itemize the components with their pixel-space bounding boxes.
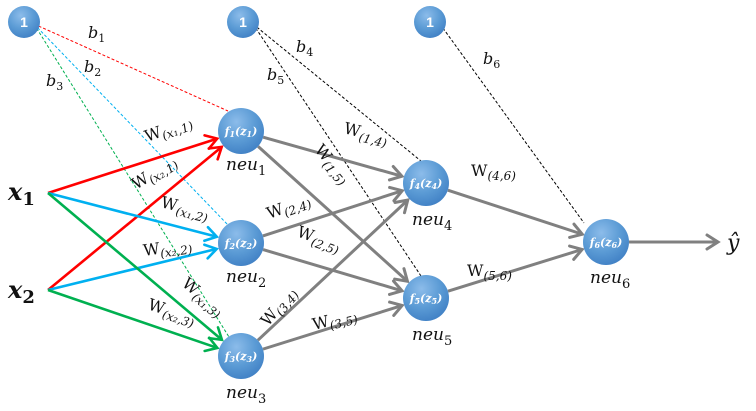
activation-label-neu1: f1(z1) [224, 125, 258, 139]
bias-label-2: b2 [84, 57, 101, 79]
weight-edge-neu3-neu5 [262, 304, 402, 351]
bias-node-circle [227, 6, 259, 38]
arrowhead-neu3-neu4 [393, 198, 410, 215]
weight-label-x1-neu2: W(x₁,2) [158, 192, 211, 225]
arrowhead-x2-neu2 [203, 243, 220, 260]
neuron-neu4: f4(z4) [403, 160, 449, 206]
activation-label-neu3: f3(z3) [224, 350, 258, 364]
weight-edge-neu5-neu6 [447, 248, 582, 293]
bias-node-circle [414, 6, 446, 38]
bias-edges [33, 23, 585, 338]
neuron-neu2: f2(z2) [218, 220, 264, 266]
neuron-circle [583, 219, 629, 265]
bias-node-label: 1 [239, 14, 247, 30]
weight-edge-neu2-neu4 [262, 189, 402, 238]
arrowhead-neu1-neu5 [393, 267, 410, 284]
weight-label-neu2-neu5: W(2,5) [294, 222, 344, 258]
neuron-neu1: f1(z1) [218, 108, 264, 154]
bias-edge-neu1 [33, 23, 229, 112]
weight-label-neu1-neu4: W(1,4) [341, 118, 390, 150]
neuron-neu6: f6(z6) [583, 219, 629, 265]
arrowhead-neu5-neu6 [568, 244, 585, 261]
arrowhead-x1-neu2 [203, 225, 220, 243]
activation-label-neu2: f2(z2) [224, 237, 258, 251]
weight-edge-x1-neu1 [47, 137, 217, 195]
weight-label-neu3-neu5: W(3,5) [310, 305, 359, 337]
output-label-y-hat: ŷ [726, 231, 740, 256]
input-label-x2: x2 [7, 275, 35, 308]
bias-node-bias2: 1 [414, 6, 446, 38]
arrowhead-neu4-neu6 [568, 222, 585, 239]
arrowhead-neu2-neu4 [388, 185, 405, 203]
arrowhead-neu2-neu5 [387, 279, 405, 296]
arrowhead-x1-neu3 [207, 326, 224, 342]
nodes: 1 1 1 f1(z1) f2(z2) f3(z3) f4(z4) f5(z5) f6(z6) [8, 6, 629, 379]
bias-edge-neu6 [439, 23, 585, 224]
bias-node-circle [8, 6, 40, 38]
bias-label-4: b4 [296, 37, 313, 59]
weight-label-x2-neu2: W(x₂,2) [142, 234, 194, 263]
neuron-name-neu3: neu3 [226, 383, 266, 407]
weight-label-neu5-neu6: W(5,6) [467, 261, 512, 283]
output-edge [629, 233, 721, 251]
output-arrowhead [705, 233, 721, 251]
weight-label-neu1-neu5: W(1,5) [309, 140, 355, 189]
bias-edge-neu4 [252, 23, 422, 162]
neuron-circle [403, 275, 449, 321]
bias-label-1: b1 [88, 23, 105, 45]
weight-edge-neu4-neu6 [447, 188, 582, 236]
weight-label-neu4-neu6: W(4,6) [471, 161, 516, 183]
bias-edge-neu5 [252, 23, 422, 277]
weight-edge-x1-neu2 [47, 191, 216, 238]
weight-edge-neu1-neu4 [262, 135, 401, 178]
weight-edge-x2-neu2 [47, 248, 216, 292]
bias-edge-neu2 [33, 23, 229, 226]
neuron-neu3: f3(z3) [218, 333, 264, 379]
arrowhead-neu3-neu5 [388, 300, 405, 317]
arrowhead-neu1-neu4 [387, 165, 405, 182]
activation-label-neu4: f4(z4) [409, 177, 443, 191]
neuron-name-neu1: neu1 [226, 155, 266, 179]
neuron-circle [218, 108, 264, 154]
weight-edge-neu3-neu4 [256, 200, 408, 342]
input-label-x1: x1 [7, 177, 35, 210]
neuron-circle [218, 333, 264, 379]
bias-label-3: b3 [46, 71, 63, 93]
weight-edge-x2-neu3 [47, 288, 217, 349]
weight-edges [47, 134, 585, 353]
neuron-circle [218, 220, 264, 266]
bias-node-label: 1 [426, 14, 434, 30]
neuron-name-neu2: neu2 [226, 267, 266, 291]
arrowhead-x1-neu1 [203, 134, 220, 150]
weight-edge-x1-neu3 [47, 192, 222, 340]
neuron-name-neu5: neu5 [412, 325, 452, 349]
bias-label-5: b5 [267, 65, 284, 87]
arrowhead-x2-neu1 [207, 145, 224, 161]
arrowhead-x2-neu3 [203, 336, 220, 353]
neuron-neu5: f5(z5) [403, 275, 449, 321]
bias-node-label: 1 [20, 14, 28, 30]
bias-node-bias1: 1 [227, 6, 259, 38]
weight-label-neu2-neu4: W(2,4) [264, 189, 314, 225]
neuron-name-neu4: neu4 [412, 210, 452, 234]
bias-edge-neu3 [33, 23, 230, 338]
neuron-name-neu6: neu6 [590, 268, 630, 292]
activation-label-neu6: f6(z6) [589, 236, 623, 250]
bias-label-6: b6 [483, 49, 500, 71]
labels: b1b2b3b4b5b6W(x₁,1)W(x₂,1)W(x₁,2)W(x₂,2)… [7, 23, 740, 407]
weight-edge-x2-neu1 [47, 146, 222, 292]
weight-label-x1-neu1: W(x₁,1) [142, 111, 196, 148]
neuron-circle [403, 160, 449, 206]
activation-label-neu5: f5(z5) [409, 292, 443, 306]
bias-node-bias0: 1 [8, 6, 40, 38]
